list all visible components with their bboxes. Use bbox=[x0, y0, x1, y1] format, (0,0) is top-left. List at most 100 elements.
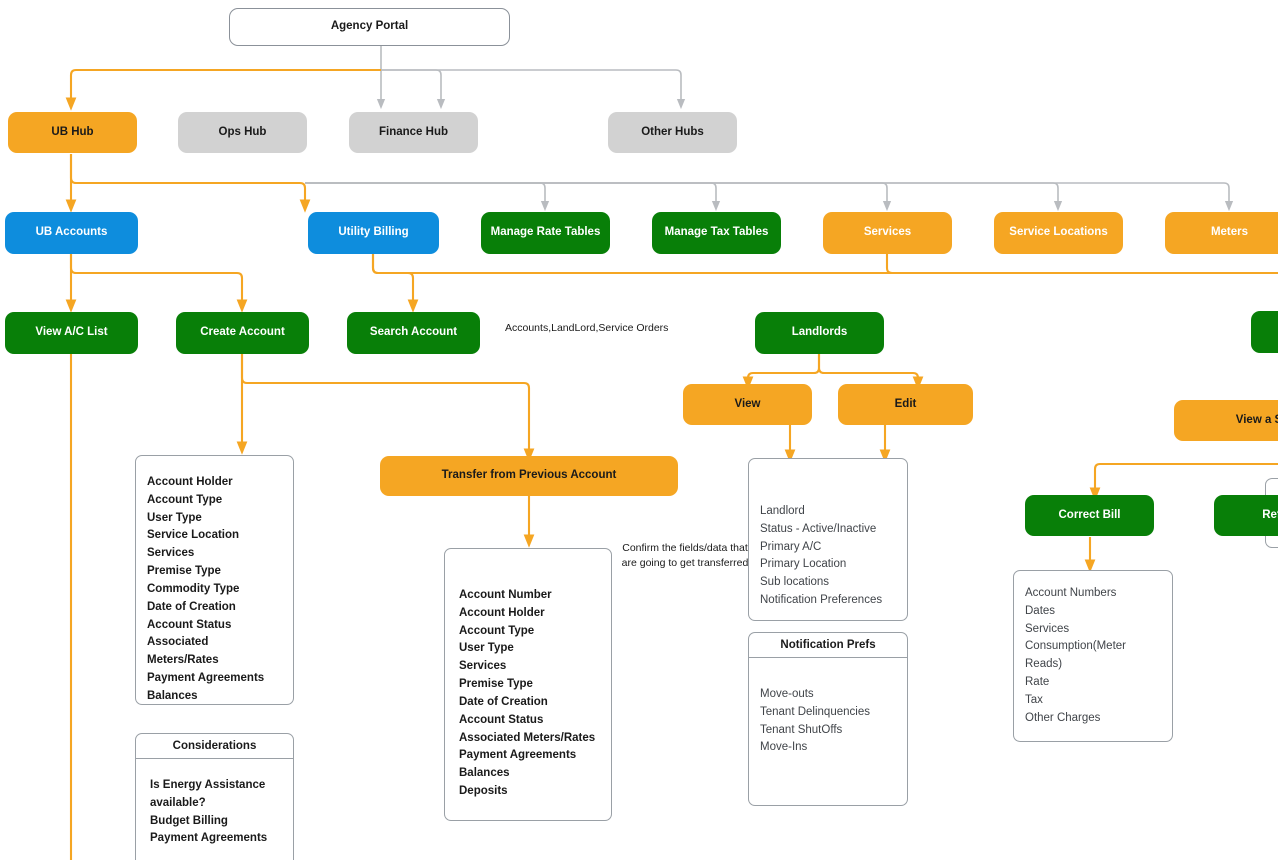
panel-title: Notification Prefs bbox=[749, 633, 907, 658]
node-label: View A/C List bbox=[35, 326, 108, 339]
node-label: Utility Billing bbox=[338, 226, 409, 239]
node-label: UB Hub bbox=[51, 125, 94, 138]
node-label: Meters bbox=[1210, 226, 1249, 239]
list-item: Payment Agreements bbox=[459, 749, 577, 762]
panel-create-account-fields: Account Holder Account Type User Type Se… bbox=[135, 455, 294, 705]
list-item: Other Charges bbox=[1025, 711, 1101, 724]
search-scope-note: Accounts,LandLord,Service Orders bbox=[505, 321, 705, 336]
node-label: Transfer from Previous Account bbox=[441, 469, 617, 482]
node-landlord-edit[interactable]: Edit bbox=[838, 384, 973, 425]
list-item: Payment Agreements bbox=[147, 671, 265, 684]
node-billing-right-truncated[interactable] bbox=[1251, 311, 1278, 353]
node-label: Finance Hub bbox=[378, 125, 448, 138]
node-ub-accounts[interactable]: UB Accounts bbox=[5, 212, 138, 254]
node-label: Agency Portal bbox=[330, 20, 409, 33]
node-label: Manage Tax Tables bbox=[664, 226, 769, 239]
node-ops-hub[interactable]: Ops Hub bbox=[178, 112, 307, 153]
node-label: Correct Bill bbox=[1058, 508, 1121, 521]
list-item: Budget Billing bbox=[150, 814, 228, 827]
list-item: Balances bbox=[459, 767, 510, 780]
list-item: Move-outs bbox=[760, 688, 814, 700]
node-label: Create Account bbox=[200, 326, 285, 339]
node-label: Landlords bbox=[791, 326, 848, 339]
list-item: Primary Location bbox=[760, 558, 847, 571]
list-item: Move-Ins bbox=[760, 741, 808, 754]
list-item: Associated Meters/Rates bbox=[147, 636, 219, 667]
node-search-account[interactable]: Search Account bbox=[347, 312, 480, 354]
panel-notification-prefs: Notification Prefs Move-outs Tenant Deli… bbox=[748, 632, 908, 806]
node-label: View a S bbox=[1235, 413, 1278, 426]
node-manage-rate-tables[interactable]: Manage Rate Tables bbox=[481, 212, 610, 254]
panel-landlord-fields: Landlord Status - Active/Inactive Primar… bbox=[748, 458, 908, 621]
node-ub-hub[interactable]: UB Hub bbox=[8, 112, 137, 153]
list-item: Account Holder bbox=[147, 476, 233, 488]
list-item: Service Location bbox=[147, 529, 240, 542]
node-utility-billing[interactable]: Utility Billing bbox=[308, 212, 439, 254]
list-item: Notification Preferences bbox=[760, 594, 883, 607]
node-label: Services bbox=[863, 226, 912, 239]
node-meters[interactable]: Meters bbox=[1165, 212, 1278, 254]
list-item: Payment Agreements bbox=[150, 832, 268, 845]
list-item: Services bbox=[147, 547, 195, 560]
panel-items: Move-outs Tenant Delinquencies Tenant Sh… bbox=[749, 658, 907, 767]
list-item: Services bbox=[1025, 622, 1070, 635]
node-service-locations[interactable]: Service Locations bbox=[994, 212, 1123, 254]
list-item: Account Status bbox=[147, 618, 232, 631]
list-item: Services bbox=[459, 660, 507, 673]
node-label: View bbox=[734, 397, 761, 410]
node-label: Search Account bbox=[369, 326, 458, 339]
node-landlord-view[interactable]: View bbox=[683, 384, 812, 425]
list-item: Is Energy Assistance available? bbox=[150, 779, 266, 809]
list-item: Consumption(Meter Reads) bbox=[1025, 640, 1126, 671]
list-item: Associated Meters/Rates bbox=[459, 731, 596, 744]
list-item: Date of Creation bbox=[459, 695, 548, 708]
panel-items: Account Numbers Dates Services Consumpti… bbox=[1014, 571, 1172, 741]
list-item: Tenant Delinquencies bbox=[760, 705, 870, 718]
node-other-hubs[interactable]: Other Hubs bbox=[608, 112, 737, 153]
list-item: User Type bbox=[147, 511, 202, 524]
list-item: Premise Type bbox=[459, 678, 533, 691]
list-item: Date of Creation bbox=[147, 600, 236, 613]
list-item: User Type bbox=[459, 642, 514, 655]
node-landlords[interactable]: Landlords bbox=[755, 312, 884, 354]
node-create-account[interactable]: Create Account bbox=[176, 312, 309, 354]
node-finance-hub[interactable]: Finance Hub bbox=[349, 112, 478, 153]
panel-items: Account Holder Account Type User Type Se… bbox=[136, 456, 293, 704]
node-agency-portal[interactable]: Agency Portal bbox=[229, 8, 510, 46]
node-services[interactable]: Services bbox=[823, 212, 952, 254]
node-label: Ops Hub bbox=[218, 125, 267, 138]
node-correct-bill[interactable]: Correct Bill bbox=[1025, 495, 1154, 536]
search-scope-text: Accounts,LandLord,Service Orders bbox=[505, 322, 669, 334]
transfer-note-text: Confirm the fields/data that are going t… bbox=[621, 542, 749, 570]
node-transfer-from-previous-account[interactable]: Transfer from Previous Account bbox=[380, 456, 678, 496]
panel-items: Is Energy Assistance available? Budget B… bbox=[136, 759, 293, 860]
node-manage-tax-tables[interactable]: Manage Tax Tables bbox=[652, 212, 781, 254]
transfer-note: Confirm the fields/data that are going t… bbox=[615, 541, 755, 571]
panel-items: Account Number Account Holder Account Ty… bbox=[445, 549, 611, 820]
list-item: Dates bbox=[1025, 604, 1056, 617]
node-refund[interactable]: Refun bbox=[1214, 495, 1278, 536]
list-item: Tax bbox=[1025, 693, 1043, 706]
list-item: Commodity Type bbox=[147, 582, 240, 595]
node-label: Edit bbox=[894, 397, 917, 410]
node-label: Service Locations bbox=[1009, 226, 1108, 239]
panel-bill-fields: Account Numbers Dates Services Consumpti… bbox=[1013, 570, 1173, 742]
panel-items: Landlord Status - Active/Inactive Primar… bbox=[749, 459, 907, 620]
panel-considerations: Considerations Is Energy Assistance avai… bbox=[135, 733, 294, 860]
node-label: UB Accounts bbox=[35, 226, 108, 239]
list-item: Balances bbox=[147, 689, 198, 702]
node-view-a-s[interactable]: View a S bbox=[1174, 400, 1278, 441]
list-item: Account Type bbox=[147, 493, 223, 506]
panel-title: Considerations bbox=[136, 734, 293, 759]
list-item: Account Type bbox=[459, 624, 535, 637]
list-item: Account Holder bbox=[459, 606, 545, 619]
node-label: Refun bbox=[1262, 508, 1278, 521]
list-item: Account Numbers bbox=[1025, 587, 1117, 599]
list-item: Account Status bbox=[459, 713, 544, 726]
list-item: Rate bbox=[1025, 676, 1050, 689]
list-item: Deposits bbox=[459, 784, 508, 797]
node-view-ac-list[interactable]: View A/C List bbox=[5, 312, 138, 354]
list-item: Primary A/C bbox=[760, 540, 822, 553]
node-label: Manage Rate Tables bbox=[490, 226, 601, 239]
